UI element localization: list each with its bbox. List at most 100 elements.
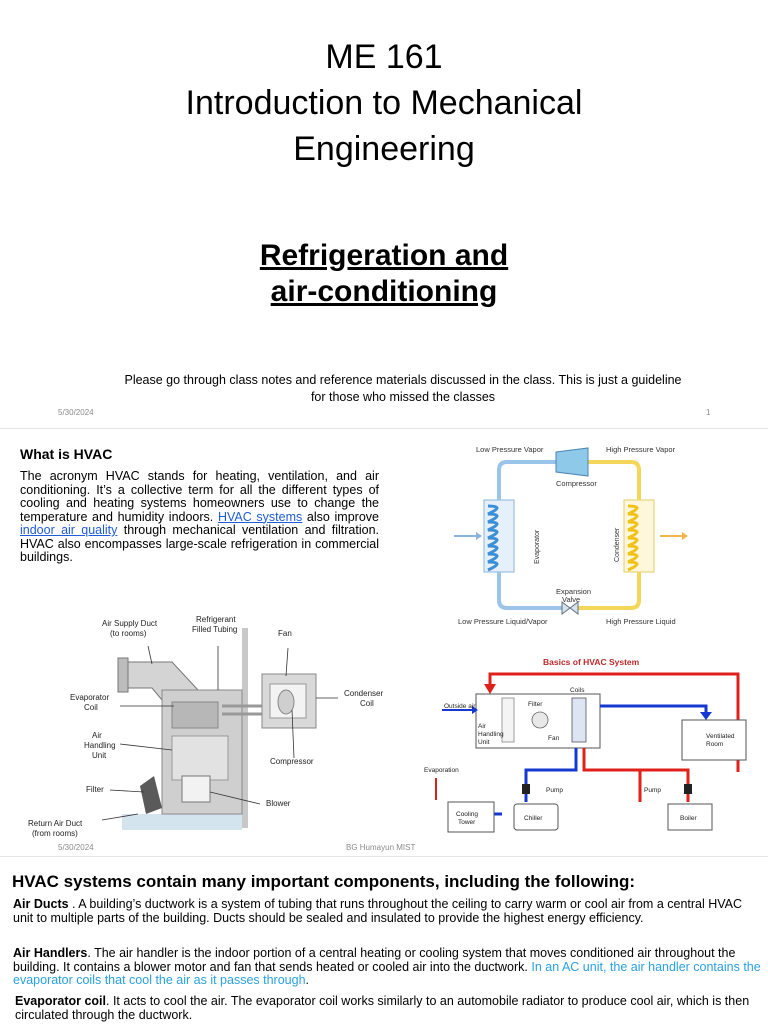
slide-divider xyxy=(0,856,768,857)
slide2-date: 5/30/2024 xyxy=(58,843,94,852)
course-name-line2: Engineering xyxy=(293,130,475,168)
cooling-tower-box xyxy=(447,801,495,833)
expansion-valve-shape xyxy=(561,601,579,615)
pump-left-label: Pump xyxy=(546,787,563,794)
slide1-date: 5/30/2024 xyxy=(58,408,94,417)
air-handlers-text: . The air handler is the indoor portion … xyxy=(13,946,736,974)
topic-title: Refrigeration and air-conditioning xyxy=(0,238,768,310)
chiller-box xyxy=(513,803,559,831)
high-pressure-vapor-label: High Pressure Vapor xyxy=(606,445,676,454)
low-pressure-vapor-label: Low Pressure Vapor xyxy=(476,445,544,454)
air-supply-label-2: (to rooms) xyxy=(110,629,147,638)
filter-label: Filter xyxy=(528,701,543,708)
condenser-coil-label-2: Coil xyxy=(360,699,374,708)
what-is-hvac-body: The acronym HVAC stands for heating, ven… xyxy=(20,469,379,565)
blower-shape xyxy=(181,775,211,803)
filter-label: Filter xyxy=(86,785,104,794)
evaporator-coil xyxy=(487,504,499,572)
components-heading: HVAC systems contain many important comp… xyxy=(12,872,636,891)
split-system-diagram: Air Supply Duct (to rooms) Refrigerant F… xyxy=(22,610,402,842)
ventilated-room-label-1: Ventilated xyxy=(706,733,735,740)
boiler-box xyxy=(667,803,713,831)
slide1-page-number: 1 xyxy=(706,408,711,417)
filter-shape xyxy=(140,776,162,814)
slide2-author: BG Humayun MIST xyxy=(346,843,416,852)
air-handlers-paragraph: Air Handlers. The air handler is the ind… xyxy=(13,946,761,988)
body-text: through mechanical ventilation and filtr… xyxy=(20,523,379,564)
evaporator-coil-text: . It acts to cool the air. The evaporato… xyxy=(15,994,750,1022)
return-duct-label-2: (from rooms) xyxy=(32,829,78,838)
compressor-label: Compressor xyxy=(556,479,597,488)
ahu-label-2: Handling xyxy=(478,731,504,738)
topic-line1: Refrigeration and xyxy=(259,239,509,272)
outside-air-label: Outside air xyxy=(444,703,476,710)
note-line2: for those who missed the classes xyxy=(310,390,496,404)
supply-air-duct xyxy=(600,704,708,714)
cooling-tower-label-2: Tower xyxy=(458,819,476,826)
body-text: also improve xyxy=(302,509,379,524)
blower-label: Blower xyxy=(266,799,291,808)
ventilated-room-label-2: Room xyxy=(706,741,723,748)
evaporation-label: Evaporation xyxy=(424,767,459,774)
floor-slab xyxy=(122,814,242,830)
expansion-label-1: Expansion xyxy=(556,587,591,596)
evaporator-coil-shape xyxy=(171,701,219,729)
ahu-label-1: Air xyxy=(92,731,102,740)
evaporator-coil-label-2: Coil xyxy=(84,703,98,712)
refrigeration-cycle-diagram: Low Pressure Vapor High Pressure Vapor C… xyxy=(446,436,708,630)
title-slide: ME 161 Introduction to Mechanical Engine… xyxy=(0,0,768,428)
pump-left-shape xyxy=(522,784,530,794)
compressor-shape xyxy=(555,447,589,477)
evaporator-coil-term: Evaporator coil xyxy=(15,994,106,1008)
coils-label: Coils xyxy=(570,687,585,694)
guideline-note: Please go through class notes and refere… xyxy=(108,372,698,406)
slide-divider xyxy=(0,428,768,429)
fan-label: Fan xyxy=(548,735,560,742)
what-is-hvac-heading: What is HVAC xyxy=(20,446,113,462)
course-code: ME 161 xyxy=(325,38,443,76)
air-ducts-term: Air Ducts xyxy=(13,897,69,911)
expansion-label-2: Valve xyxy=(562,595,580,604)
house-wall xyxy=(242,628,248,828)
evaporator-coil-label-1: Evaporator xyxy=(70,693,109,702)
indoor-air-quality-link[interactable]: indoor air quality xyxy=(20,523,118,537)
air-handlers-end: . xyxy=(305,973,310,987)
air-handlers-highlight: In an AC unit, the air handler contains … xyxy=(13,959,761,987)
basics-hvac-diagram: Basics of HVAC System Outside air Filter… xyxy=(420,652,750,840)
refrigerant-label-1: Refrigerant xyxy=(196,615,236,624)
pump-right-label: Pump xyxy=(644,787,661,794)
ahu-label-3: Unit xyxy=(92,751,107,760)
ventilated-room-box xyxy=(681,719,747,761)
air-ducts-paragraph: Air Ducts . A building’s ductwork is a s… xyxy=(13,897,761,925)
pump-right-shape xyxy=(684,784,692,794)
hvac-systems-link[interactable]: HVAC systems xyxy=(217,509,303,524)
compressor-label: Compressor xyxy=(270,757,314,766)
boiler-label: Boiler xyxy=(680,815,697,822)
high-pressure-liquid-label: High Pressure Liquid xyxy=(606,617,676,626)
condenser-coil-label-1: Condenser xyxy=(344,689,383,698)
return-duct-label-1: Return Air Duct xyxy=(28,819,83,828)
condenser-coil xyxy=(627,504,639,572)
hot-water-pipe xyxy=(582,748,642,802)
basics-title: Basics of HVAC System xyxy=(543,657,640,667)
course-name-line1: Introduction to Mechanical xyxy=(185,84,583,122)
ahu-label-1: Air xyxy=(478,723,487,730)
refrigerant-label-2: Filled Tubing xyxy=(192,625,237,634)
evaporator-coil-paragraph: Evaporator coil. It acts to cool the air… xyxy=(15,994,763,1022)
note-line1: Please go through class notes and refere… xyxy=(124,373,682,387)
fan-shape xyxy=(531,711,549,729)
chiller-label: Chiller xyxy=(524,815,543,822)
fan-label: Fan xyxy=(278,629,292,638)
coils-shape xyxy=(571,697,587,743)
compressor-shape xyxy=(277,689,295,715)
ahu-label-3: Unit xyxy=(478,739,490,746)
low-pressure-liquid-label: Low Pressure Liquid/Vapor xyxy=(458,617,548,626)
air-ducts-text: . A building’s ductwork is a system of t… xyxy=(13,897,743,925)
filter-shape xyxy=(501,697,515,743)
evaporator-label: Evaporator xyxy=(534,529,541,564)
cooling-tower-label-1: Cooling xyxy=(456,811,478,818)
condenser-label: Condenser xyxy=(614,527,621,562)
ahu-label-2: Handling xyxy=(84,741,116,750)
body-text: The acronym HVAC stands for heating, ven… xyxy=(20,469,379,524)
air-handlers-term: Air Handlers xyxy=(13,946,88,960)
